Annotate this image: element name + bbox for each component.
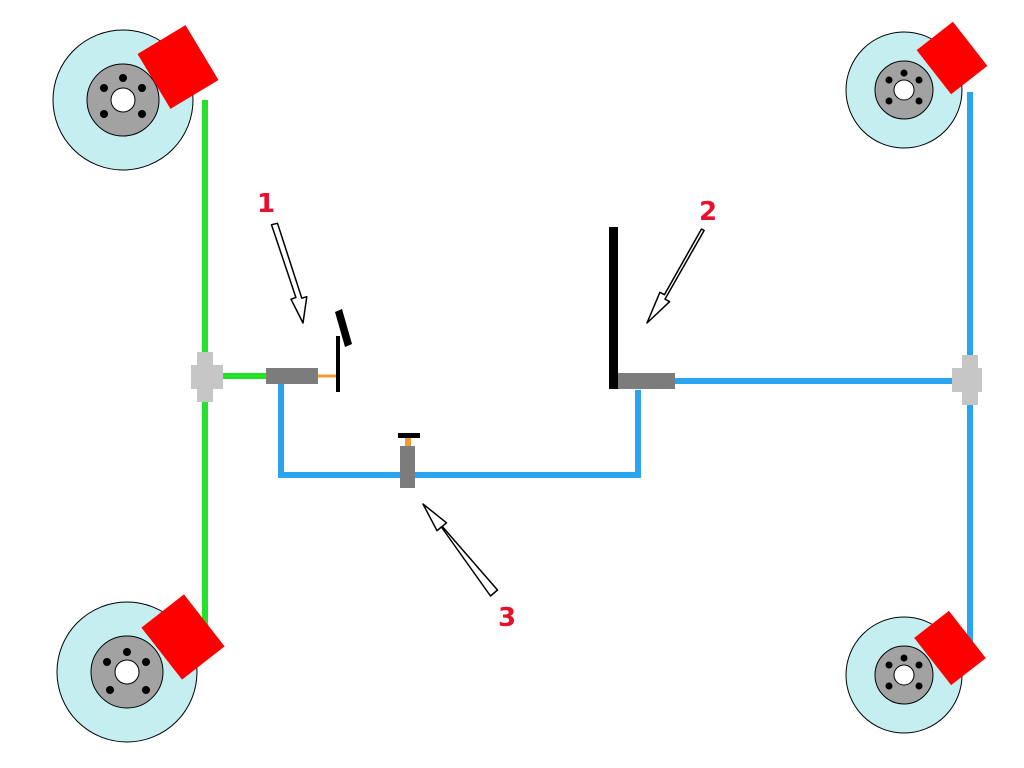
- center-bore: [893, 664, 915, 686]
- master-cylinder-assembly: [266, 309, 352, 392]
- hand-brake-lever-icon: [609, 227, 618, 389]
- hand-brake-cylinder: [618, 373, 675, 389]
- center-bore: [114, 659, 140, 685]
- tee-fitting-rear: [952, 355, 982, 405]
- wheel-rear-right: [845, 610, 986, 734]
- hand-brake-assembly: [609, 227, 675, 389]
- valve-stem: [405, 438, 411, 448]
- rear-loop-line: [278, 384, 641, 478]
- label-1: 1: [257, 189, 275, 219]
- lug-nuts: [100, 74, 146, 118]
- hollow-arrow-icon: [646, 228, 705, 324]
- brake-valve-assembly: [398, 433, 420, 488]
- caliper-icon: [914, 610, 986, 686]
- wheel-rear-left: [56, 594, 225, 743]
- center-bore: [110, 87, 136, 113]
- lug-nuts: [103, 648, 150, 694]
- lug-nuts: [885, 69, 923, 105]
- caliper-icon: [137, 25, 219, 109]
- hollow-arrow-icon: [270, 222, 308, 324]
- wheel-front-right: [845, 21, 988, 149]
- tee-fitting-front: [191, 352, 223, 402]
- lug-nuts: [885, 654, 923, 690]
- caliper-icon: [916, 21, 988, 95]
- hollow-arrow-icon: [422, 503, 499, 597]
- label-2: 2: [699, 197, 717, 227]
- caliper-icon: [141, 594, 225, 680]
- master-cylinder: [266, 368, 318, 384]
- rear-brake-circuit: [278, 92, 973, 650]
- brake-valve: [400, 446, 415, 488]
- center-bore: [893, 79, 915, 101]
- front-brake-circuit: [202, 100, 268, 634]
- wheel-front-left: [52, 25, 219, 171]
- brake-pedal-icon: [335, 309, 352, 392]
- label-3: 3: [498, 603, 516, 633]
- valve-cap: [398, 433, 420, 438]
